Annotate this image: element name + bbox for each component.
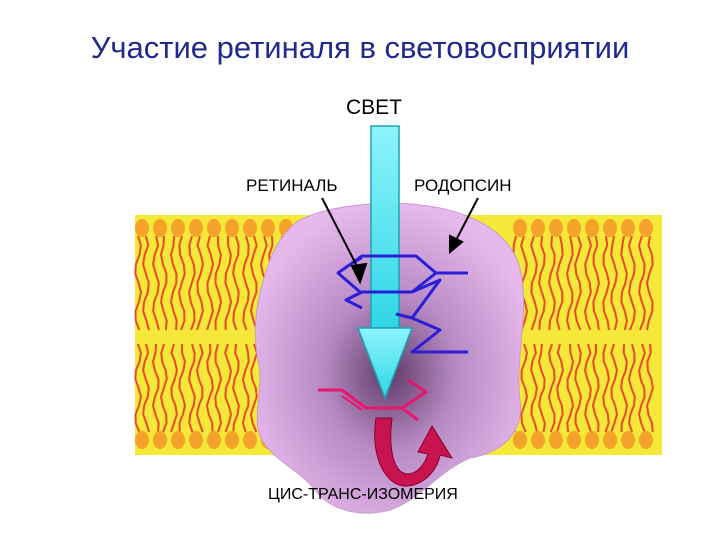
lipid-tail [592, 235, 601, 331]
lipid-tail [249, 235, 258, 331]
lipid-head [531, 431, 545, 449]
lipid-head [549, 219, 563, 237]
lipid-head [171, 219, 185, 237]
lipid-tail [548, 235, 556, 331]
retinal-cis-structure [336, 254, 468, 354]
lipid-tail [249, 343, 259, 433]
lipid-tail [178, 235, 186, 331]
lipid-tail [556, 343, 564, 433]
lipid-tail [224, 343, 233, 433]
lipid-tail [602, 235, 611, 331]
lipid-tail [627, 343, 636, 433]
lipid-tail [591, 343, 600, 433]
lipid-tail [214, 235, 223, 331]
lipid-tail [242, 235, 250, 331]
lipid-tail [520, 343, 529, 433]
lipid-tail [196, 235, 205, 331]
lipid-head [585, 219, 599, 237]
lipid-head [513, 219, 527, 237]
lipid-tail [151, 343, 160, 433]
lipid-tail [645, 235, 654, 331]
lipid-tail [134, 235, 143, 331]
lipid-tail [538, 235, 546, 331]
lipid-tail [206, 235, 215, 331]
lipid-tail [574, 343, 582, 433]
lipid-tail [159, 235, 168, 331]
lipid-head [567, 431, 581, 449]
lipid-tail [134, 343, 143, 433]
lipid-tail [241, 343, 250, 433]
slide-title: Участие ретиналя в световосприятии [90, 30, 630, 65]
lipid-head [621, 431, 635, 449]
lipid-head [153, 431, 167, 449]
retinal-trans-structure [318, 378, 428, 422]
lipid-head [153, 219, 167, 237]
lipid-tail [142, 343, 150, 433]
lipid-tail [214, 343, 223, 433]
light-arrow [356, 125, 414, 401]
lipid-head [567, 219, 581, 237]
lipid-head [243, 431, 257, 449]
lipid-tail [573, 235, 583, 331]
lipid-tail [188, 343, 196, 433]
lipid-tail [224, 235, 233, 331]
lipid-tail [530, 343, 538, 433]
lipid-head [135, 431, 149, 449]
lipid-tail [142, 235, 150, 331]
lipid-tail [583, 343, 592, 433]
lipid-head [207, 431, 221, 449]
lipid-head [639, 219, 653, 237]
lipid-head [135, 219, 149, 237]
lipid-tail [152, 235, 160, 331]
lipid-head [243, 219, 257, 237]
lipid-head [207, 219, 221, 237]
lipid-tail [170, 343, 179, 433]
lipid-tail [565, 235, 574, 331]
lipid-tail [627, 235, 636, 331]
lipid-head [189, 431, 203, 449]
lipid-tail [637, 343, 646, 433]
lipid-head [603, 431, 617, 449]
lipid-tail [566, 343, 575, 433]
lipid-tail [530, 235, 539, 331]
lipid-tail [610, 235, 619, 331]
lipid-head [585, 431, 599, 449]
lipid-tail [160, 343, 168, 433]
lipid-tail [188, 235, 196, 331]
lipid-tail [232, 235, 240, 331]
lipid-head [171, 431, 185, 449]
isomerization-arrow [374, 417, 454, 487]
lipid-head [639, 431, 653, 449]
lipid-tail [169, 235, 178, 331]
lipid-tail [178, 343, 187, 433]
lipid-tail [620, 235, 629, 331]
lipid-head [225, 431, 239, 449]
isomerization-label: ЦИС-ТРАНС-ИЗОМЕРИЯ [268, 486, 458, 503]
rhodopsin-label: РОДОПСИН [414, 176, 512, 195]
lipid-tail [646, 343, 654, 433]
lipid-tail [555, 235, 564, 331]
lipid-head [225, 219, 239, 237]
lipid-tail [232, 343, 240, 433]
lipid-head [531, 219, 545, 237]
lipid-tail [620, 343, 629, 433]
lipid-head [621, 219, 635, 237]
lipid-tail [195, 343, 204, 433]
lipid-tail [537, 343, 546, 433]
lipid-tail [610, 343, 619, 433]
lipid-head [549, 431, 563, 449]
lipid-head [261, 219, 275, 237]
lipid-tail [547, 343, 556, 433]
light-label: СВЕТ [346, 96, 403, 119]
lipid-head [189, 219, 203, 237]
lipid-tail [583, 235, 593, 331]
retinal-label: РЕТИНАЛЬ [246, 176, 338, 195]
lipid-tail [602, 343, 610, 433]
pointer-lines [321, 197, 479, 285]
lipid-head [513, 431, 527, 449]
lipid-tail [205, 343, 214, 433]
lipid-head [603, 219, 617, 237]
lipid-tail [637, 235, 646, 331]
